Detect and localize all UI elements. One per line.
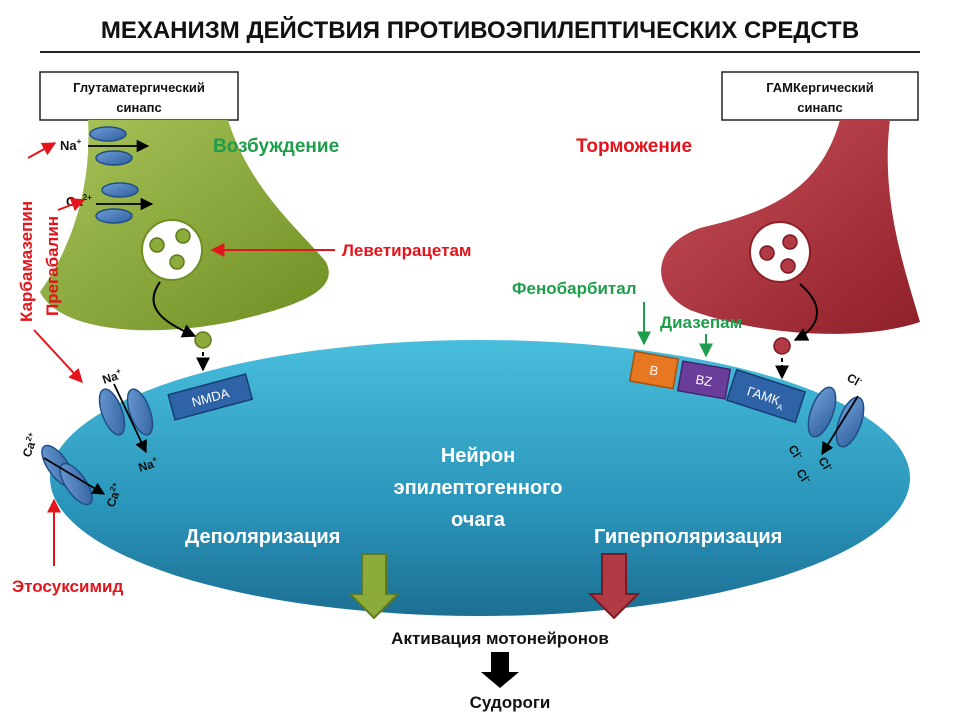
cl-influx-arrow: [821, 395, 859, 456]
ca-neuron-influx-arrow: [43, 457, 106, 495]
glutamate-release-arrow: [152, 281, 197, 338]
benzodiazepine-site: BZ: [676, 360, 732, 400]
neuron-body: [50, 340, 910, 616]
diazepam-label: Диазепам: [660, 313, 742, 332]
neuron-label-line2: эпилептогенного: [394, 477, 563, 499]
na-channel-presynaptic: [89, 126, 133, 166]
cl-label-3: Cl-: [815, 454, 835, 474]
inhibition-label: Торможение: [576, 136, 692, 157]
carbamazepine-to-neuron-na-arrow: [33, 329, 83, 384]
gaba-a-receptor: ГАМКА: [725, 368, 807, 424]
gaba-vesicle: [749, 221, 811, 283]
cl-label-2: Cl-: [785, 442, 805, 462]
levetiracetam-label: Леветирацетам: [342, 241, 472, 260]
hyperpolarization-label: Гиперполяризация: [594, 526, 782, 548]
cl-channel: [807, 386, 865, 448]
neuron-label-line3: очага: [451, 509, 506, 531]
carbamazepine-to-na-arrow: [27, 142, 57, 159]
glutamatergic-label-line2: синапс: [116, 100, 161, 115]
gabaergic-label-line1: ГАМКергический: [766, 80, 874, 95]
ca-channel-presynaptic: [95, 182, 139, 224]
barbiturate-site: B: [628, 350, 680, 390]
motoneuron-activation-label: Активация мотонейронов: [391, 629, 609, 648]
glutamate-molecule: [194, 331, 212, 349]
hyperpolarization-arrow: [587, 553, 641, 620]
seizures-label: Судороги: [470, 693, 551, 712]
na-neuron-label-top: Na+: [100, 366, 124, 387]
nmda-receptor: NMDA: [167, 373, 254, 421]
neuron-label-line1: Нейрон: [441, 445, 515, 467]
phenobarbital-label: Фенобарбитал: [512, 279, 637, 298]
na-ion-label: Na+: [60, 137, 82, 153]
ca-neuron-label-top: Ca2+: [19, 431, 42, 459]
depolarization-arrow: [347, 553, 401, 620]
na-channel-neuron: [98, 388, 154, 436]
gaba-release-arrow: [793, 283, 818, 341]
na-neuron-label-bottom: Na+: [136, 454, 160, 475]
cl-label-1: Cl-: [845, 370, 865, 390]
cl-label-4: Cl-: [793, 466, 813, 486]
glutamatergic-synapse-label: Глутаматергический синапс: [39, 71, 239, 121]
pregabalin-to-ca-arrow: [57, 197, 86, 212]
ethosuximide-label: Этосуксимид: [12, 577, 123, 596]
gaba-molecule: [773, 337, 791, 355]
barbiturate-site-label: B: [648, 362, 659, 378]
pregabalin-label: Прегабалин: [43, 216, 62, 316]
depolarization-label: Деполяризация: [185, 526, 340, 548]
seizure-arrow: [481, 652, 519, 688]
excitation-label: Возбуждение: [213, 136, 339, 157]
glutamatergic-label-line1: Глутаматергический: [73, 80, 205, 95]
gabaergic-synapse-label: ГАМКергический синапс: [721, 71, 919, 121]
carbamazepine-label: Карбамазепин: [17, 201, 36, 322]
glutamate-vesicle: [141, 219, 203, 281]
ca-neuron-label-bottom: Ca2+: [103, 481, 126, 509]
benzodiazepine-site-label: BZ: [694, 372, 713, 390]
na-neuron-influx-arrow: [113, 383, 147, 454]
gabaergic-label-line2: синапс: [797, 100, 842, 115]
page-title: МЕХАНИЗМ ДЕЙСТВИЯ ПРОТИВОЭПИЛЕПТИЧЕСКИХ …: [101, 16, 859, 44]
